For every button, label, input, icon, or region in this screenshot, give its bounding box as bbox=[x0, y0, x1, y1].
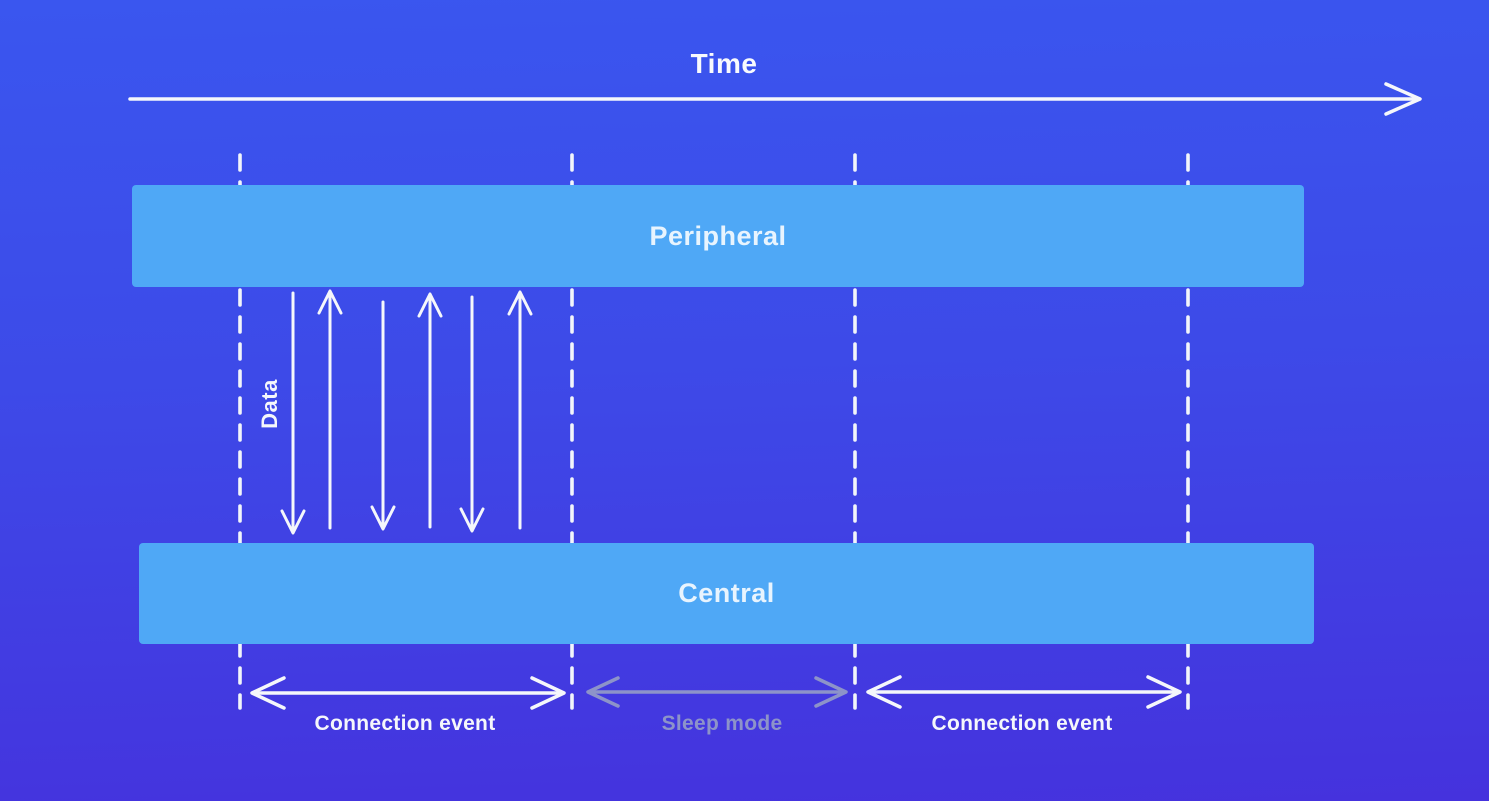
segment-label-connection-event-1: Connection event bbox=[314, 712, 496, 735]
data-exchange-label: Data bbox=[257, 379, 282, 429]
time-axis-arrow bbox=[128, 82, 1422, 116]
connection-event-2-span-arrow bbox=[866, 675, 1182, 709]
segment-label-sleep-mode: Sleep mode bbox=[661, 712, 783, 735]
arrow-up-icon bbox=[417, 292, 443, 529]
arrow-up-icon bbox=[507, 290, 533, 530]
lane-peripheral: Peripheral bbox=[132, 185, 1304, 287]
data-exchange-arrows bbox=[280, 289, 533, 535]
arrow-up-icon bbox=[317, 289, 343, 530]
arrow-down-icon bbox=[280, 291, 306, 535]
lane-central: Central bbox=[139, 543, 1314, 644]
arrow-down-icon bbox=[370, 300, 396, 531]
arrow-down-icon bbox=[459, 295, 485, 533]
lane-central-label: Central bbox=[678, 578, 775, 608]
lane-peripheral-label: Peripheral bbox=[649, 220, 787, 251]
connection-event-1-span-arrow bbox=[250, 676, 566, 710]
sleep-mode-span-arrow bbox=[586, 676, 848, 708]
time-axis-label: Time bbox=[690, 48, 758, 79]
segment-label-connection-event-2: Connection event bbox=[931, 712, 1113, 735]
